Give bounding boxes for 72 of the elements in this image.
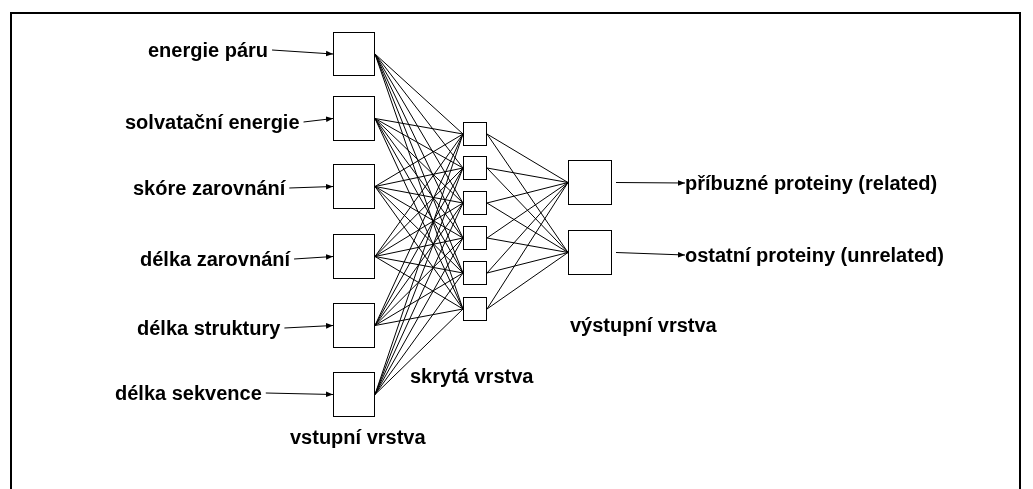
input-label: délka sekvence [115, 381, 262, 405]
input-label: skóre zarovnání [133, 176, 286, 200]
arrow [615, 251, 686, 258]
input-label: délka zarovnání [140, 247, 291, 271]
arrow [288, 183, 334, 190]
layer-label: skrytá vrstva [410, 364, 534, 388]
connection-line [374, 256, 464, 310]
neuron-box [463, 122, 487, 146]
connection-line [374, 272, 464, 395]
arrow [283, 323, 334, 329]
output-label: ostatní proteiny (unrelated) [685, 243, 944, 267]
connection-line [374, 118, 464, 169]
connection-line [374, 133, 464, 187]
connection-line [486, 182, 569, 274]
connection-line [486, 182, 569, 239]
neuron-box [333, 96, 375, 141]
neuron-box [333, 372, 375, 417]
connection-line [486, 182, 569, 310]
connection-line [486, 167, 569, 183]
arrow [303, 116, 334, 123]
neuron-box [463, 191, 487, 215]
arrow [265, 391, 334, 398]
neuron-box [463, 297, 487, 321]
connection-line [374, 186, 464, 310]
connection-line [374, 237, 464, 395]
connection-line [374, 202, 464, 257]
connection-line [374, 167, 464, 187]
connection-line [486, 252, 569, 274]
connection-line [374, 308, 464, 326]
connection-line [374, 237, 464, 326]
neuron-box [568, 230, 612, 275]
connection-line [374, 186, 464, 239]
connection-line [374, 237, 464, 257]
neuron-box [463, 261, 487, 285]
connection-line [374, 118, 464, 135]
input-label: délka struktury [137, 316, 281, 340]
neuron-box [568, 160, 612, 205]
connection-line [374, 118, 464, 239]
connection-line [486, 133, 569, 183]
neuron-box [333, 234, 375, 279]
connection-line [486, 252, 569, 310]
connection-line [374, 53, 464, 169]
connection-line [486, 133, 569, 253]
neuron-box [333, 164, 375, 209]
connection-line [374, 272, 464, 326]
connection-line [374, 53, 464, 204]
connection-line [486, 182, 569, 204]
layer-label: vstupní vrstva [290, 425, 426, 449]
connection-line [374, 118, 464, 204]
connection-line [486, 167, 569, 253]
connection-line [374, 133, 464, 257]
neuron-box [463, 226, 487, 250]
connection-line [486, 202, 569, 253]
connection-line [486, 237, 569, 253]
connection-line [374, 202, 464, 326]
arrow [271, 49, 334, 57]
connection-line [374, 53, 464, 135]
arrow [615, 180, 686, 186]
connection-line [374, 167, 464, 257]
connection-line [374, 256, 464, 274]
connection-line [374, 308, 464, 395]
input-label: energie páru [148, 38, 269, 62]
connection-line [374, 186, 464, 274]
input-label: solvatační energie [125, 110, 300, 134]
connection-line [374, 167, 464, 326]
layer-label: výstupní vrstva [570, 313, 717, 337]
neuron-box [333, 303, 375, 348]
connection-line [374, 186, 464, 204]
neuron-box [463, 156, 487, 180]
neuron-box [333, 32, 375, 76]
arrow [293, 254, 334, 260]
output-label: příbuzné proteiny (related) [685, 171, 938, 195]
